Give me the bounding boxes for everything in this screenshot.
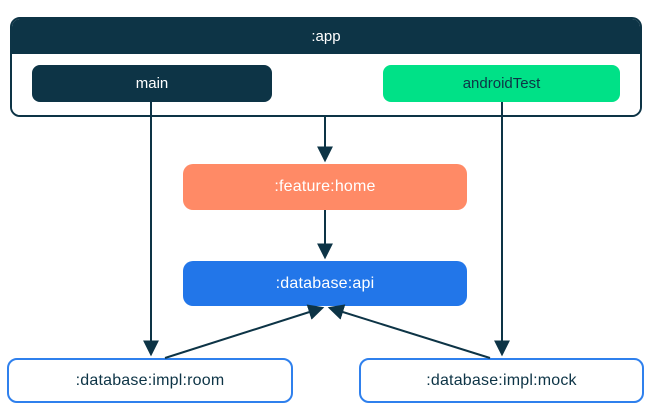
node-feature-home-label: :feature:home [274, 178, 376, 195]
node-feature-home: :feature:home [183, 164, 467, 210]
node-database-impl-room-label: :database:impl:room [75, 371, 225, 389]
node-androidtest: androidTest [383, 65, 620, 102]
node-database-impl-mock-label: :database:impl:mock [426, 371, 577, 389]
node-main-label: main [135, 75, 169, 92]
node-database-api: :database:api [183, 261, 467, 306]
node-database-impl-room: :database:impl:room [7, 358, 293, 403]
node-app-label: :app [311, 28, 341, 45]
edge-database-impl-mock-to-database-api [327, 304, 491, 359]
node-database-impl-mock: :database:impl:mock [359, 358, 644, 403]
node-main: main [32, 65, 272, 102]
node-app-body: main androidTest [12, 54, 640, 115]
node-app: :app main androidTest [10, 17, 642, 117]
node-androidtest-label: androidTest [462, 75, 541, 92]
node-app-header: :app [12, 19, 640, 54]
node-database-api-label: :database:api [275, 274, 375, 292]
edge-database-impl-room-to-database-api [164, 304, 325, 359]
